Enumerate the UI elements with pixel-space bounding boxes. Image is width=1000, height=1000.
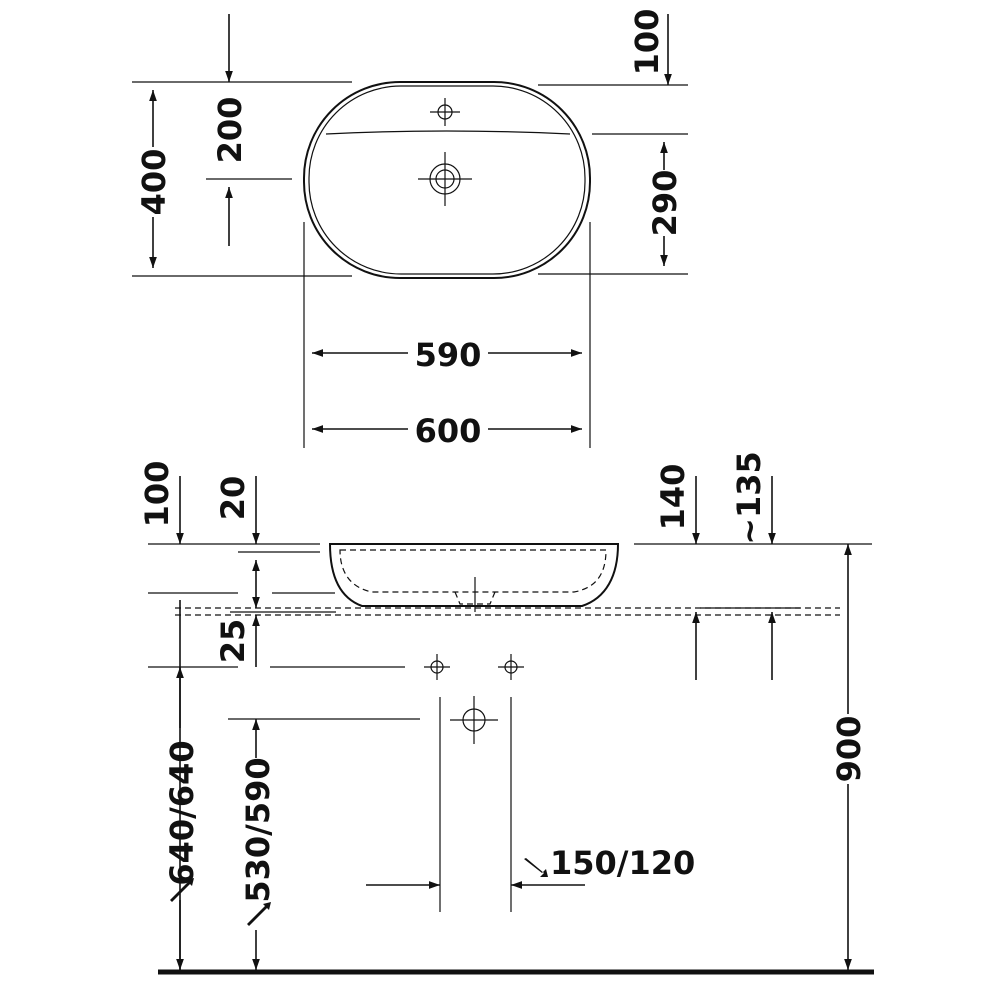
counter-height-label-1: 640/640 [163, 740, 201, 885]
total-height-label: 900 [830, 716, 868, 783]
overflow-distance-label: 100 [628, 9, 666, 76]
inner-width-label: 590 [415, 336, 482, 374]
counter-height-label-2: 530/590 [239, 757, 277, 902]
side-view: 100 20 25 640/640 530/590 140 ~135 900 [138, 451, 874, 975]
rim-offset-label: 100 [138, 461, 176, 528]
overall-depth-label: 400 [135, 149, 173, 216]
faucet-hole-icon [430, 98, 460, 126]
basin-height-label: 140 [654, 464, 692, 531]
drain-spacing-label: 150/120 [550, 844, 695, 882]
basin-side-inner-dashed [339, 549, 607, 593]
bowl-depth-label: 290 [646, 170, 684, 237]
overall-width-label: 600 [415, 412, 482, 450]
basin-inner-outline [308, 85, 586, 275]
countertop-thickness-label: 25 [214, 619, 252, 664]
basin-outer-outline [303, 81, 591, 279]
hot-water-valve-icon [498, 654, 524, 680]
faucet-hole-distance-label: 200 [211, 97, 249, 164]
drain-icon [418, 152, 472, 206]
basin-side-outline [328, 543, 620, 607]
approx-height-label: ~135 [730, 451, 768, 545]
rear-shelf-line [325, 130, 571, 135]
rim-thickness-label: 20 [214, 476, 252, 521]
wall-drain-icon [450, 696, 498, 744]
cold-water-valve-icon [424, 654, 450, 680]
top-view: 400 200 100 290 590 600 [132, 9, 688, 450]
